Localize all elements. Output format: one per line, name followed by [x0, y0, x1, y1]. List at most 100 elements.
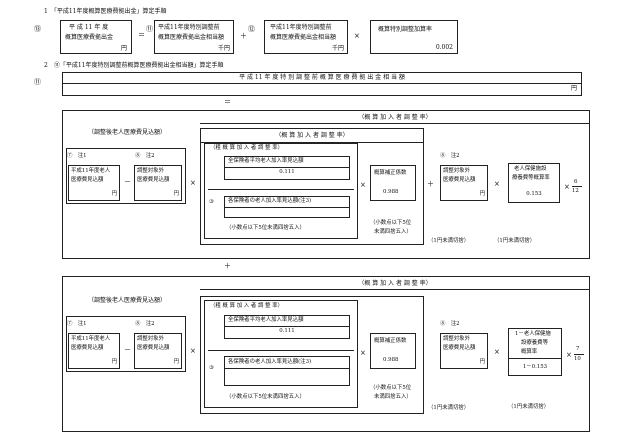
- box-correction-coefficient: 概算補正係数 0.988: [370, 165, 416, 201]
- yen-truncation-note: （1円未満切捨）: [428, 405, 470, 411]
- adjusted-elderly-label: （調整後老人医療費見込額）: [88, 297, 167, 304]
- box-correction-coefficient: 概算補正係数 0.988: [370, 333, 416, 369]
- fraction-denominator: 10: [574, 356, 581, 362]
- box-average-elderly-rate: 全保険者平均老人加入率見込額 0.111: [224, 315, 350, 339]
- box-pre-adjustment-total: 平 成 11 年 度 特 別 調 整 前 概 算 医 療 費 拠 出 金 相 当…: [62, 72, 582, 96]
- heading-2: 2 ⑪「平成11年度特別調整前概算医療費拠出金相当額」算定手順: [44, 62, 224, 69]
- group-rough-rate: [204, 300, 358, 408]
- box-unit: 千円: [217, 45, 230, 52]
- group-elderly-cost: [66, 316, 186, 372]
- box-unit: 円: [173, 359, 179, 365]
- box-label: 全保険者平均老人加入率見込額: [228, 158, 304, 164]
- fraction-numerator: 6: [574, 179, 578, 185]
- times-sign: ×: [190, 179, 196, 187]
- box-insurer-elderly-rate: 各保険者の老人加入率見込額(注3): [224, 196, 350, 218]
- fraction-bar: [208, 189, 354, 190]
- box-unit: 円: [479, 359, 485, 365]
- box-line: 医療費見込額: [443, 177, 476, 183]
- box-excluded-cost: 調整対象外 医療費見込額 円: [134, 165, 182, 201]
- divider: [509, 358, 561, 359]
- times-sign: ×: [190, 347, 196, 355]
- fraction-bar: [208, 350, 354, 351]
- box-pre-adjustment-amount-2: 平成11年度特別調整前 概算医療費拠出金相当額 千円: [264, 20, 348, 54]
- group-adjustment-rate: [200, 128, 424, 245]
- box-value: 1－0.153: [522, 364, 548, 370]
- box-annual-medical-contribution: 平 成 11 年 度 概算医療費拠出金 円: [60, 20, 132, 54]
- fraction-numerator: 7: [576, 346, 580, 352]
- fraction-denominator: 12: [572, 188, 579, 194]
- minus-sign: －: [124, 346, 131, 354]
- box-label: 各保険者の老人加入率見込額(注3): [228, 359, 312, 365]
- box-line: 平成11年度老人: [71, 336, 111, 342]
- note-8: ⑧ 注2: [135, 321, 155, 327]
- group-rough-rate: [204, 143, 358, 239]
- box-line: 老人保健施設: [514, 166, 547, 172]
- box-line: 概算医療費拠出金相当額: [158, 34, 225, 41]
- box-pre-adjustment-amount: 平成11年度特別調整前 概算医療費拠出金相当額 千円: [154, 20, 234, 54]
- box-line: 平成11年度特別調整前: [270, 24, 332, 31]
- rounding-note: 未満四捨五入）: [374, 394, 412, 400]
- box-label: 概算補正係数: [374, 338, 407, 344]
- times-sign: ×: [564, 183, 570, 191]
- plus-sign: ＋: [240, 32, 247, 40]
- rounding-note: （小数点以下5位: [370, 385, 412, 391]
- box-line: 平成11年度老人: [71, 168, 111, 174]
- box-unit: 円: [120, 45, 127, 52]
- rounding-note: （小数点以下5位: [370, 220, 412, 226]
- box-label: 全保険者平均老人加入率見込額: [228, 317, 304, 323]
- yen-truncation-note: （1円未満切捨）: [428, 238, 470, 244]
- rough-rate-title: （粗 概 算 加 入 者 調 整 率）: [210, 303, 284, 309]
- note-8: ⑧ 注2: [135, 153, 155, 159]
- heading-1: 1 「平成11年度概算医療費拠出金」算定手順: [44, 8, 167, 15]
- box-line: 概算医療費拠出金相当額: [270, 34, 337, 41]
- box-label: 概算補正係数: [374, 170, 407, 176]
- rounding-note: （小数点以下5位未満四捨五入）: [226, 394, 305, 400]
- box-line: 設療養費等: [521, 340, 548, 346]
- box-unit: 千円: [331, 45, 344, 52]
- equals-sign: ＝: [138, 31, 145, 39]
- outer-adjustment-title: （概 算 加 入 者 調 整 率）: [358, 114, 432, 121]
- fraction-bar: [572, 186, 582, 187]
- box-unit: 円: [479, 191, 485, 197]
- box-title: 平 成 11 年 度 特 別 調 整 前 概 算 医 療 費 拠 出 金 相 当…: [239, 74, 405, 81]
- box-line: 概算特別調整加算率: [378, 26, 433, 33]
- plus-sign: ＋: [427, 180, 434, 188]
- box-line: 医療費見込額: [137, 345, 170, 351]
- box-line: 1－老人保健施: [515, 331, 551, 337]
- adjusted-elderly-label: （調整後老人医療費見込額）: [88, 129, 167, 136]
- yen-truncation-note: （1円未満切捨）: [508, 404, 550, 410]
- fraction-bar: [574, 354, 584, 355]
- rounding-note: 未満四捨五入）: [374, 229, 412, 235]
- circled-13: ⑬: [34, 25, 41, 33]
- box-elderly-medical-cost: 平成11年度老人 医療費見込額 円: [68, 165, 120, 201]
- group-elderly-cost: [66, 148, 186, 204]
- circled-12: ⑫: [248, 25, 255, 33]
- times-sign: ×: [494, 180, 500, 188]
- divider: [225, 207, 349, 208]
- box-line: 調整対象外: [443, 168, 470, 174]
- divider: [225, 368, 349, 369]
- box-elderly-medical-cost: 平成11年度老人 医療費見込額 円: [68, 333, 120, 369]
- note-7: ⑦ 注1: [67, 321, 87, 327]
- box-unit: 円: [570, 85, 577, 92]
- box-line: 調整対象外: [137, 336, 164, 342]
- outer-adjustment-title: （概 算 加 入 者 調 整 率）: [358, 280, 432, 287]
- box-line: 概算率: [521, 349, 538, 355]
- box-unit: 円: [111, 191, 117, 197]
- box-facility-rate: 1－老人保健施 設療養費等 概算率 1－0.153: [508, 328, 562, 376]
- box-average-elderly-rate: 全保険者平均老人加入率見込額 0.111: [224, 156, 350, 180]
- circled-11: ⑪: [34, 78, 41, 86]
- formula-block-1: [62, 110, 590, 259]
- times-sign: ×: [494, 348, 500, 356]
- box-line: 平 成 11 年 度: [69, 24, 109, 31]
- box-line: 調整対象外: [443, 336, 470, 342]
- note-8: ⑧ 注2: [440, 153, 460, 159]
- box-line: 医療費見込額: [71, 345, 104, 351]
- box-unit: 円: [111, 359, 117, 365]
- divider: [225, 326, 349, 327]
- box-line: 医療費見込額: [137, 177, 170, 183]
- box-line: 医療費見込額: [443, 345, 476, 351]
- box-unit: 円: [173, 191, 179, 197]
- note-3: ③: [209, 365, 214, 371]
- box-line: 調整対象外: [137, 168, 164, 174]
